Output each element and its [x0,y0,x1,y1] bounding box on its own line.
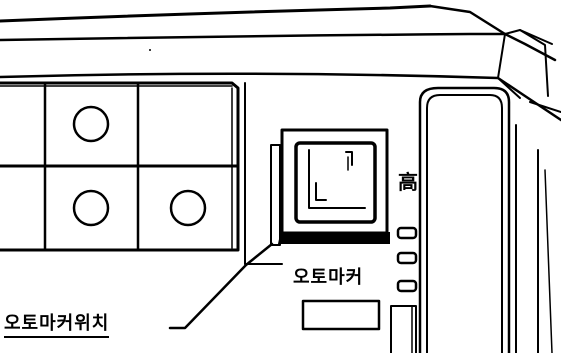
leader-line [168,242,274,330]
round-button-2 [72,189,110,227]
speck [149,49,151,51]
label-high: 高 [398,170,418,194]
label-auto-marker-switch: 오토마커위치 [4,309,110,338]
round-button-3 [169,189,207,227]
round-button-1 [72,105,110,143]
button-panel [0,81,240,252]
panel-recess [244,82,283,265]
top-bezel [0,4,561,122]
auto-marker-switch [270,128,390,246]
right-rails [390,86,553,355]
indicator-lamps [396,226,418,293]
label-auto-marker: 오토마커 [293,267,364,288]
marker-window [301,299,381,331]
